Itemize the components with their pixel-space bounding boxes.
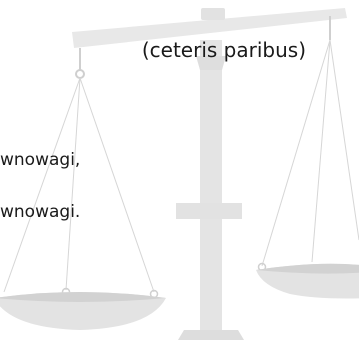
left-hook — [75, 69, 85, 79]
right-string-2 — [311, 39, 331, 263]
scale-column-top — [196, 56, 226, 70]
left-pan-rim — [0, 292, 166, 302]
right-string-1 — [261, 39, 331, 267]
left-string-2 — [65, 77, 81, 291]
left-string-3 — [79, 77, 155, 293]
left-pan — [0, 292, 166, 330]
scale-crossbar — [176, 203, 242, 219]
scale-column — [200, 40, 222, 340]
right-pan-rim — [256, 263, 359, 274]
body-line-1: wnowagi, — [0, 150, 81, 170]
left-string-1 — [3, 77, 81, 293]
right-string-3 — [329, 39, 359, 241]
body-line-2: wnowagi. — [0, 202, 81, 222]
heading-fragment: (ceteris paribus) — [141, 38, 306, 62]
scale-base — [178, 330, 244, 340]
scale-beam — [72, 8, 347, 48]
scale-pivot-cap — [201, 8, 225, 20]
